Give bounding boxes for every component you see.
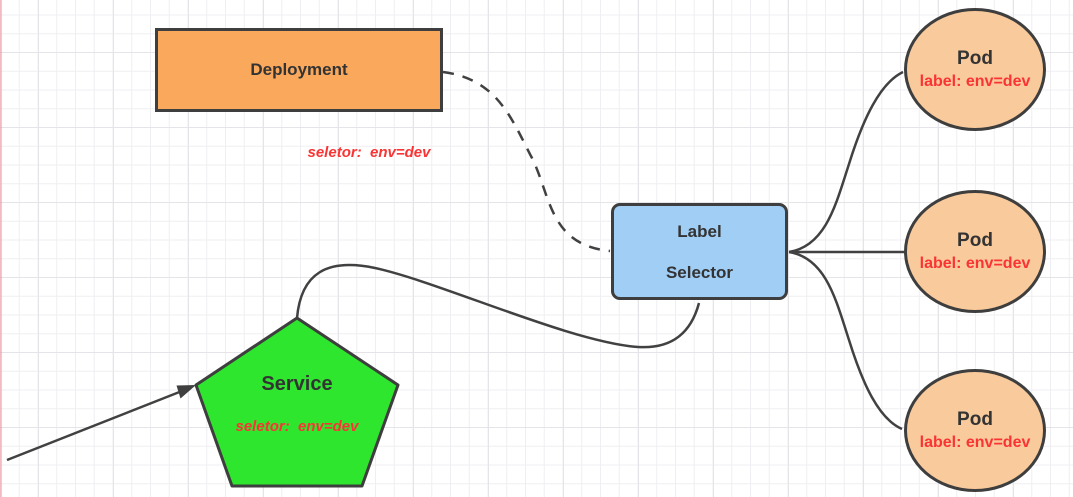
label-selector-line2: Selector <box>665 262 734 282</box>
pod-env-label: label: env=dev <box>919 433 1031 451</box>
pod-node-2[interactable]: Pod label: env=dev <box>904 190 1046 313</box>
deployment-selector-note[interactable]: seletor: env=dev <box>307 144 431 161</box>
deployment-node[interactable]: Deployment <box>155 28 443 112</box>
selector-pod1-connector[interactable] <box>788 70 904 254</box>
label-selector-line1: Label <box>677 221 722 241</box>
pod-env-label: label: env=dev <box>919 72 1031 90</box>
incoming-arrow-line[interactable] <box>6 389 183 462</box>
service-selector-connector[interactable] <box>295 263 701 349</box>
pod-node-3[interactable]: Pod label: env=dev <box>904 369 1046 492</box>
selector-pod3-connector[interactable] <box>788 250 903 431</box>
service-selector-note: seletor: env=dev <box>235 418 359 435</box>
service-pentagon[interactable] <box>194 316 400 488</box>
deployment-label: Deployment <box>250 60 348 79</box>
arrowhead-icon <box>176 385 196 399</box>
service-label: Service <box>261 373 333 395</box>
pod-label: Pod <box>957 408 993 430</box>
label-selector-node[interactable]: Label Selector <box>611 203 788 300</box>
pod-label: Pod <box>957 229 993 251</box>
deployment-selector-connector[interactable] <box>442 70 611 253</box>
pod-label: Pod <box>957 47 993 69</box>
pod-node-1[interactable]: Pod label: env=dev <box>904 8 1046 131</box>
pod-env-label: label: env=dev <box>919 254 1031 272</box>
